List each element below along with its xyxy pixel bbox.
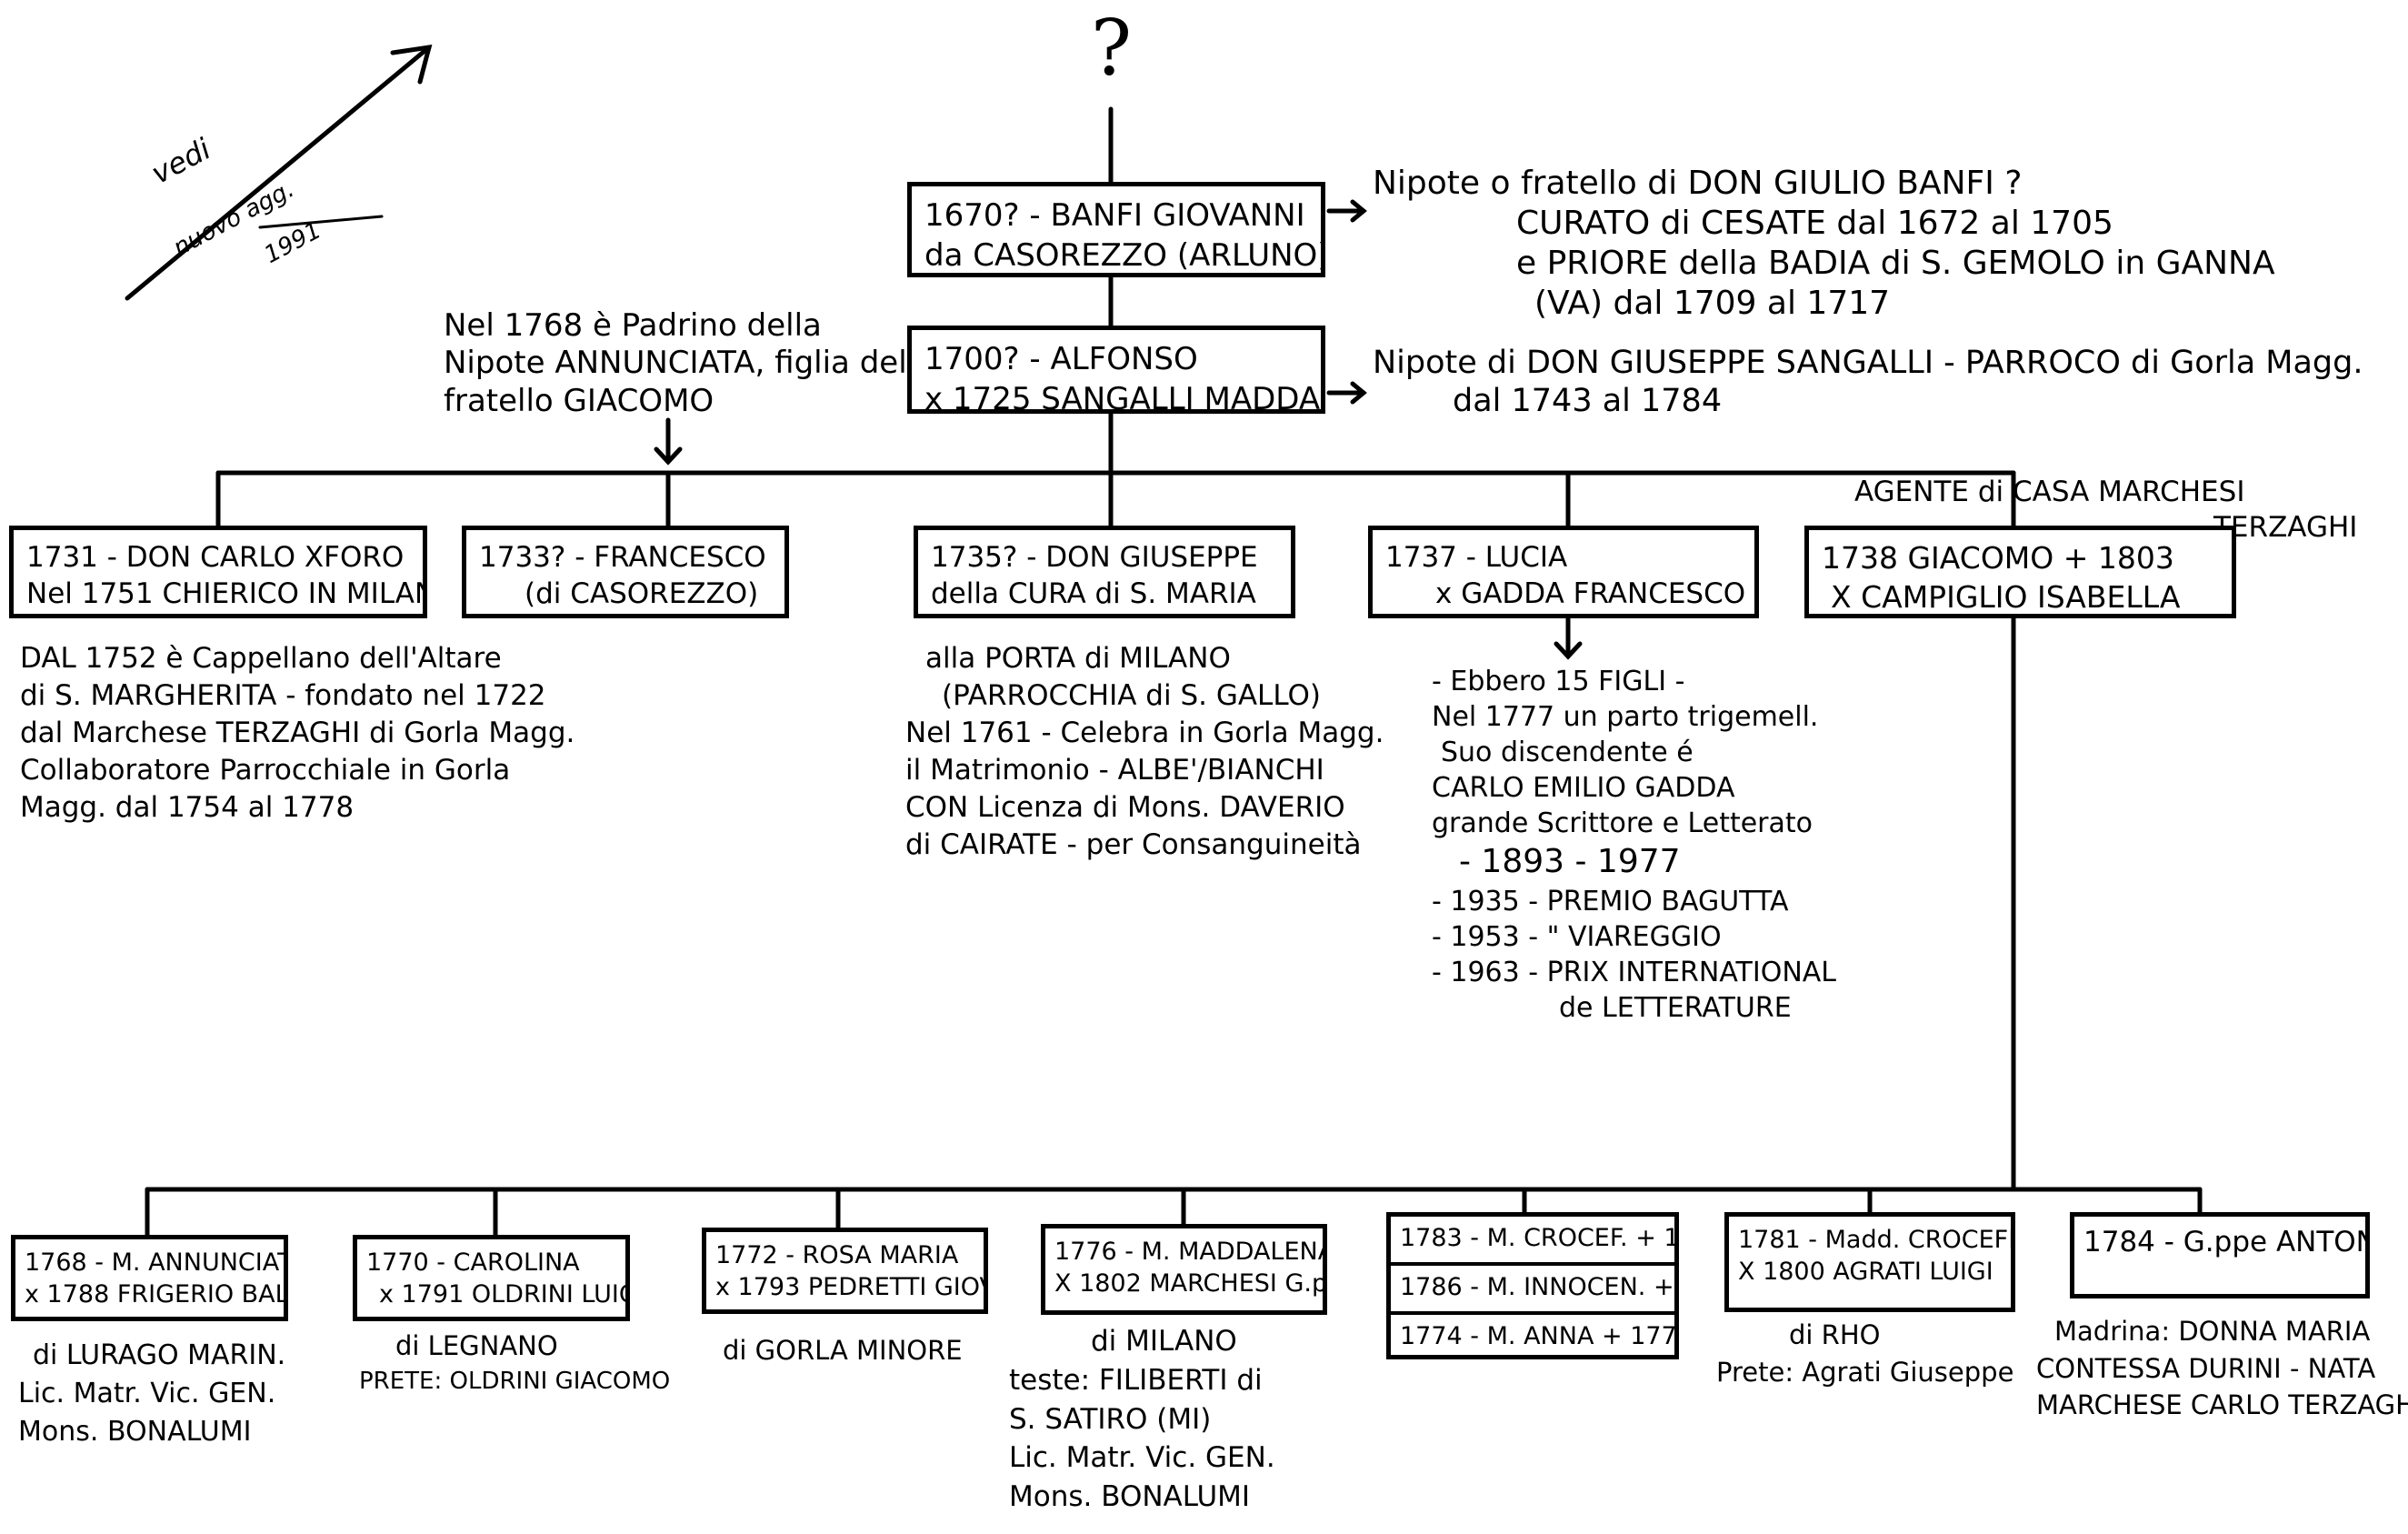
don-giuseppe-note: alla PORTA di MILANO (PARROCCHIA di S. G… — [905, 642, 1384, 861]
don-carlo-note: DAL 1752 è Cappellano dell'Altare di S. … — [20, 642, 575, 824]
person-box-don-giuseppe[interactable]: 1735? - DON GIUSEPPE della CURA di S. MA… — [914, 526, 1295, 618]
madd-crocefis-note: di RHO Prete: Agrati Giuseppe — [1716, 1319, 2014, 1388]
infant-row: 1786 - M. INNOCEN. + 1786 — [1391, 1266, 1674, 1315]
person-line: 1670? - BANFI GIOVANNI — [924, 197, 1305, 234]
person-box-giacomo[interactable]: 1738 GIACOMO + 1803 X CAMPIGLIO ISABELLA — [1804, 526, 2236, 618]
maddalena-note: di MILANO teste: FILIBERTI di S. SATIRO … — [1009, 1325, 1275, 1514]
person-box-madd-crocefis[interactable]: 1781 - Madd. CROCEFIS. X 1800 AGRATI LUI… — [1724, 1212, 2015, 1312]
gen1-note: Nipote o fratello di DON GIULIO BANFI ? … — [1373, 165, 2275, 322]
person-box-annunciata[interactable]: 1768 - M. ANNUNCIATA x 1788 FRIGERIO BAL… — [11, 1235, 288, 1321]
gppe-antonio-note: Madrina: DONNA MARIA CONTESSA DURINI - N… — [2036, 1316, 2408, 1421]
person-box-alfonso[interactable]: 1700? - ALFONSO x 1725 SANGALLI MADDALEN… — [907, 326, 1325, 414]
corner-scribble — [258, 215, 384, 229]
gen2-note: Nipote di DON GIUSEPPE SANGALLI - PARROC… — [1373, 345, 2363, 419]
person-line: x 1725 SANGALLI MADDALENA — [924, 381, 1321, 414]
person-box-maddalena[interactable]: 1776 - M. MADDALENA X 1802 MARCHESI G.pp… — [1041, 1224, 1327, 1315]
person-box-gppe-antonio[interactable]: 1784 - G.ppe ANTONIO — [2070, 1212, 2370, 1298]
rosa-maria-note: di GORLA MINORE — [723, 1335, 963, 1366]
person-box-lucia[interactable]: 1737 - LUCIA x GADDA FRANCESCO — [1368, 526, 1759, 618]
person-line: da CASOREZZO (ARLUNO) — [924, 237, 1325, 275]
person-box-banfi-giovanni[interactable]: 1670? - BANFI GIOVANNI da CASOREZZO (ARL… — [907, 182, 1325, 277]
person-box-don-carlo[interactable]: 1731 - DON CARLO XFORO Nel 1751 CHIERICO… — [9, 526, 427, 618]
agent-note: AGENTE di CASA MARCHESI TERZAGHI — [1854, 476, 2358, 544]
person-stack-infants[interactable]: 1783 - M. CROCEF. + 1784 1786 - M. INNOC… — [1386, 1212, 1679, 1359]
carolina-note: di LEGNANO PRETE: OLDRINI GIACOMO — [359, 1330, 671, 1395]
infant-row: 1774 - M. ANNA + 1775 — [1400, 1322, 1674, 1350]
person-box-carolina[interactable]: 1770 - CAROLINA x 1791 OLDRINI LUIGI — [353, 1235, 630, 1321]
person-box-rosa-maria[interactable]: 1772 - ROSA MARIA x 1793 PEDRETTI GIOVAN — [702, 1228, 988, 1314]
annunciata-note: di LURAGO MARIN. Lic. Matr. Vic. GEN. Mo… — [18, 1339, 286, 1448]
padrino-note: Nel 1768 è Padrino della Nipote ANNUNCIA… — [444, 307, 907, 419]
lucia-note: - Ebbero 15 FIGLI - Nel 1777 un parto tr… — [1432, 666, 1836, 1024]
corner-arrow — [125, 45, 432, 301]
person-box-francesco[interactable]: 1733? - FRANCESCO (di CASOREZZO) — [462, 526, 789, 618]
root-unknown-mark: ? — [1091, 4, 1133, 93]
person-line: 1700? - ALFONSO — [924, 341, 1198, 377]
infant-row: 1783 - M. CROCEF. + 1784 — [1391, 1217, 1674, 1266]
